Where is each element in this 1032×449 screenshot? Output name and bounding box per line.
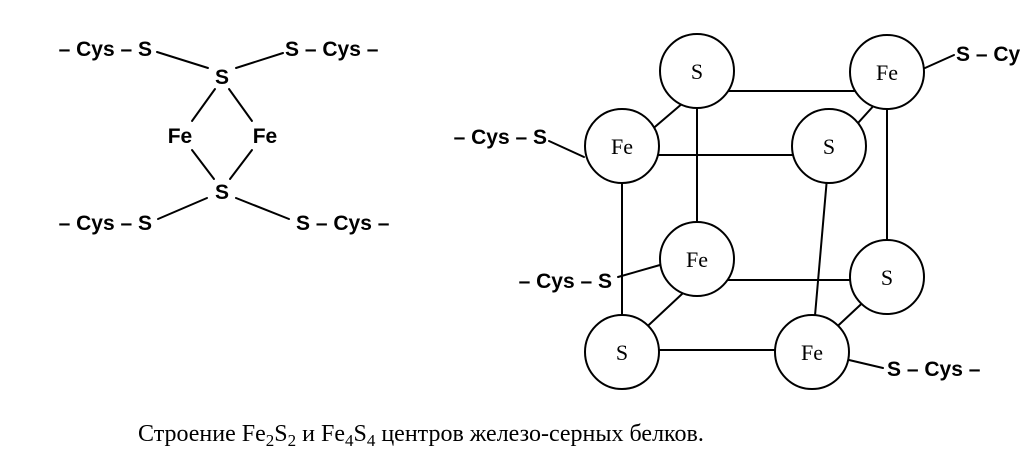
fe2s2-bottom-right-ligand: S – Cys –: [296, 212, 390, 235]
atom-back-top-left-sulfur: S: [659, 33, 735, 109]
atom-front-top-right-sulfur: S: [791, 108, 867, 184]
bond-bottom-s-to-bottom-right-s: [235, 197, 290, 220]
bond-right-fe-to-bottom-s: [229, 149, 253, 180]
svg-text:S: S: [823, 134, 835, 159]
svg-text:Fe: Fe: [801, 340, 823, 365]
fe2s2-top-left-ligand: – Cys – S: [59, 38, 152, 61]
figure-caption: Строение Fe2S2 и Fe4S4 центров железо-се…: [138, 421, 704, 449]
svg-text:S: S: [616, 340, 628, 365]
bond-bottom-left-s-to-bottom-s: [157, 197, 208, 220]
svg-text:Fe: Fe: [686, 247, 708, 272]
bond-top-s-to-right-fe: [228, 88, 253, 122]
bond-top-s-to-left-fe: [191, 88, 216, 122]
fe2s2-bottom-sulfur: S: [215, 181, 229, 204]
bond-top-left-s-to-top-s: [156, 51, 209, 69]
bond-left-fe-to-bottom-s: [191, 149, 215, 180]
ligand-bond-front-left: [548, 140, 585, 158]
fe2s2-bottom-left-ligand: – Cys – S: [59, 212, 152, 235]
ligand-bond-top-right: [924, 54, 955, 69]
atom-front-top-left-iron: Fe: [584, 108, 660, 184]
fe4s4-ligand-front-left: – Cys – S: [454, 126, 547, 149]
ligand-bond-bottom-right: [848, 359, 884, 369]
fe2s2-left-iron: Fe: [168, 125, 193, 148]
ligand-bond-middle-left: [617, 264, 661, 278]
ligand-bonds: [548, 54, 955, 369]
fe2s2-top-sulfur: S: [215, 66, 229, 89]
atom-back-bottom-right-sulfur: S: [849, 239, 925, 315]
fe2s2-cluster: – Cys – S S – Cys – S Fe Fe S – Cys – S …: [59, 38, 390, 235]
atom-back-bottom-left-iron: Fe: [659, 221, 735, 297]
atom-front-bottom-right-iron: Fe: [774, 314, 850, 390]
fe4s4-ligand-middle-left: – Cys – S: [519, 270, 612, 293]
fe4s4-ligand-top-right: S – Cy: [956, 43, 1021, 66]
atom-back-top-right-iron: Fe: [849, 34, 925, 110]
atom-front-bottom-left-sulfur: S: [584, 314, 660, 390]
svg-text:S: S: [691, 59, 703, 84]
bond-top-s-to-top-right-s: [235, 52, 284, 69]
fe4s4-ligand-bottom-right: S – Cys –: [887, 358, 981, 381]
fe4s4-cluster: S Fe Fe S Fe S S Fe S –: [454, 33, 1021, 390]
svg-text:Fe: Fe: [876, 60, 898, 85]
svg-text:Fe: Fe: [611, 134, 633, 159]
fe2s2-right-iron: Fe: [253, 125, 278, 148]
fe2s2-top-right-ligand: S – Cys –: [285, 38, 379, 61]
svg-text:S: S: [881, 265, 893, 290]
